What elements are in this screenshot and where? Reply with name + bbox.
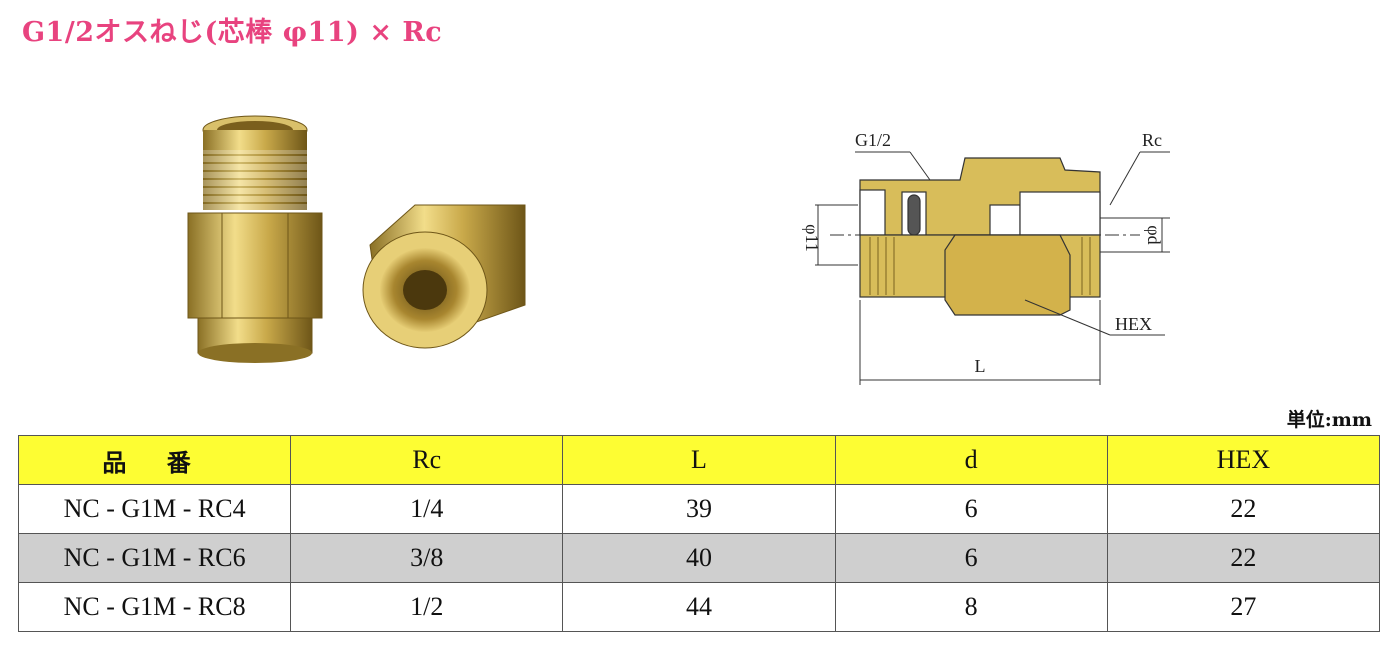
header-hex: HEX: [1106, 435, 1381, 485]
fitting-body: [859, 157, 1101, 316]
dim-phid-label: φd: [1144, 225, 1164, 244]
cell-d: 6: [834, 484, 1108, 534]
cell-hex: 22: [1106, 533, 1381, 583]
spec-table: 品 番 Rc L d HEX NC - G1M - RC4 1/4 39 6 2…: [17, 435, 1381, 632]
cell-part-number: NC - G1M - RC4: [17, 484, 292, 534]
header-part-number: 品 番: [17, 435, 292, 485]
table-row: NC - G1M - RC8 1/2 44 8 27: [17, 582, 1381, 632]
cell-part-number: NC - G1M - RC8: [17, 582, 292, 632]
header-d: d: [834, 435, 1108, 485]
table-row: NC - G1M - RC6 3/8 40 6 22: [17, 533, 1381, 583]
cell-hex: 27: [1106, 582, 1381, 632]
page-title: G1/2オスねじ(芯棒 φ11) × Rc: [22, 17, 443, 48]
cell-l: 44: [562, 582, 836, 632]
table-row: NC - G1M - RC4 1/4 39 6 22: [17, 484, 1381, 534]
unit-label: 単位:mm: [1286, 409, 1372, 431]
product-photo: [187, 115, 526, 363]
cell-part-number: NC - G1M - RC6: [17, 533, 292, 583]
cross-section-drawing: φ11 φd G1/2 Rc HEX L: [802, 130, 1170, 385]
hex-label: HEX: [1115, 314, 1152, 334]
fitting-upright: [187, 115, 323, 363]
dim-phi11-label: φ11: [802, 224, 822, 252]
cell-rc: 3/8: [290, 533, 564, 583]
cell-d: 6: [834, 533, 1108, 583]
cell-l: 40: [562, 533, 836, 583]
cell-hex: 22: [1106, 484, 1381, 534]
cell-rc: 1/2: [290, 582, 564, 632]
header-l: L: [562, 435, 836, 485]
cell-d: 8: [834, 582, 1108, 632]
g12-label: G1/2: [855, 130, 891, 150]
cell-l: 39: [562, 484, 836, 534]
length-label: L: [975, 356, 986, 376]
header-rc: Rc: [290, 435, 564, 485]
table-header-row: 品 番 Rc L d HEX: [17, 435, 1381, 485]
rc-label: Rc: [1142, 130, 1162, 150]
fitting-lying: [362, 204, 526, 349]
cell-rc: 1/4: [290, 484, 564, 534]
